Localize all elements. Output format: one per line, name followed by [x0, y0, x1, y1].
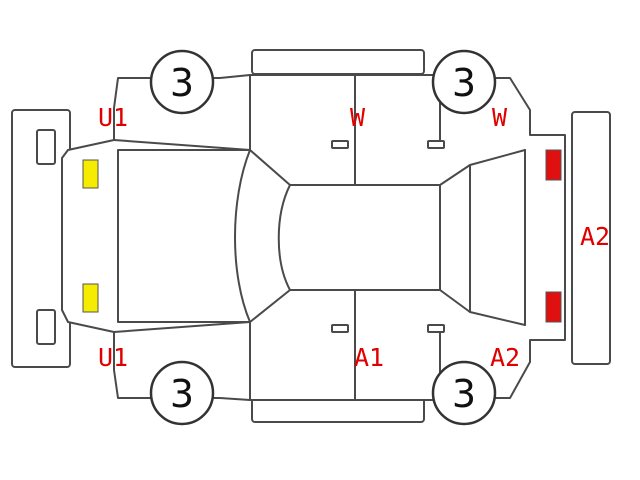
marker-rear-right-red — [545, 291, 562, 323]
code-right-door: A1 — [354, 343, 384, 372]
marker-rear-left-red — [545, 149, 562, 181]
code-right-rear-quarter: A2 — [490, 343, 520, 372]
code-left-door: W — [350, 103, 366, 132]
code-front-right-fender: U1 — [98, 343, 128, 372]
wheel-rear-right: 3 — [431, 360, 497, 426]
code-front-left-fender: U1 — [98, 103, 128, 132]
wheel-rear-left-rating: 3 — [452, 61, 476, 105]
right-side-sill — [251, 397, 425, 423]
wheel-rear-right-rating: 3 — [452, 372, 476, 416]
wheel-front-right-rating: 3 — [170, 372, 194, 416]
code-left-rear-quarter: W — [492, 103, 508, 132]
left-side-sill — [251, 49, 425, 75]
marker-front-left-yellow — [82, 159, 99, 189]
marker-front-right-yellow — [82, 283, 99, 313]
rear-bumper — [571, 111, 611, 365]
wheel-front-right: 3 — [149, 360, 215, 426]
code-rear-bumper: A2 — [580, 222, 610, 251]
wheel-front-left-rating: 3 — [170, 61, 194, 105]
wheel-rear-left: 3 — [431, 49, 497, 115]
wheel-front-left: 3 — [149, 49, 215, 115]
